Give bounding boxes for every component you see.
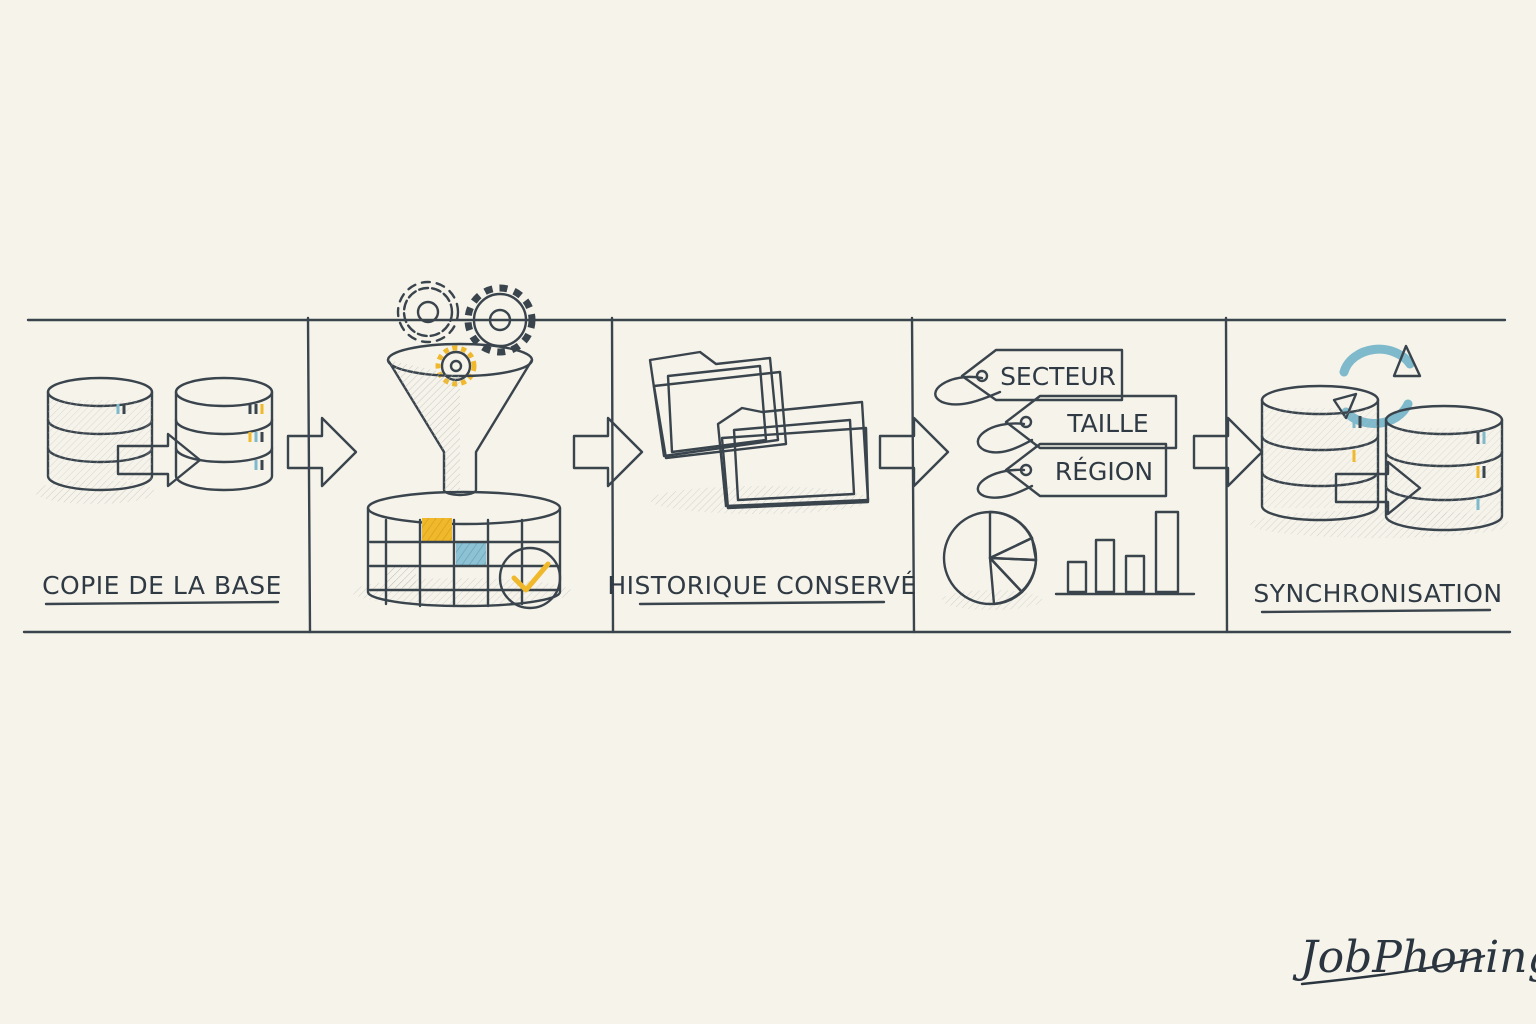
check-icon xyxy=(498,546,562,610)
tag-label: RÉGION xyxy=(1055,457,1153,486)
brand-logo: JobPhoning xyxy=(1292,932,1536,986)
step-1-label: COPIE DE LA BASE xyxy=(42,571,282,600)
tag-secteur: SECTEUR xyxy=(960,348,1124,402)
tag-label: TAILLE xyxy=(1066,409,1148,438)
logo-text: JobPhoning xyxy=(1292,932,1536,983)
folders-icon xyxy=(648,350,870,514)
bar-chart-icon xyxy=(1054,510,1196,596)
database-sync-icon xyxy=(1250,344,1510,538)
arrow-right-icon xyxy=(1192,416,1264,488)
funnel-gears-table-icon xyxy=(352,280,572,610)
arrow-right-icon xyxy=(572,416,644,488)
tag-region: RÉGION xyxy=(1004,442,1168,498)
step-3-label: HISTORIQUE CONSERVÉ xyxy=(607,571,916,600)
pie-chart-icon xyxy=(942,510,1042,610)
arrow-right-icon xyxy=(286,416,358,488)
database-copy-icon xyxy=(35,376,274,504)
tag-label: SECTEUR xyxy=(1000,362,1116,391)
step-5-label: SYNCHRONISATION xyxy=(1253,579,1502,608)
gear-icon xyxy=(396,280,460,344)
tag-taille: TAILLE xyxy=(1004,394,1178,450)
arrow-right-icon xyxy=(878,416,950,488)
tags-charts-icon: SECTEUR TAILLE RÉGION xyxy=(934,348,1196,610)
